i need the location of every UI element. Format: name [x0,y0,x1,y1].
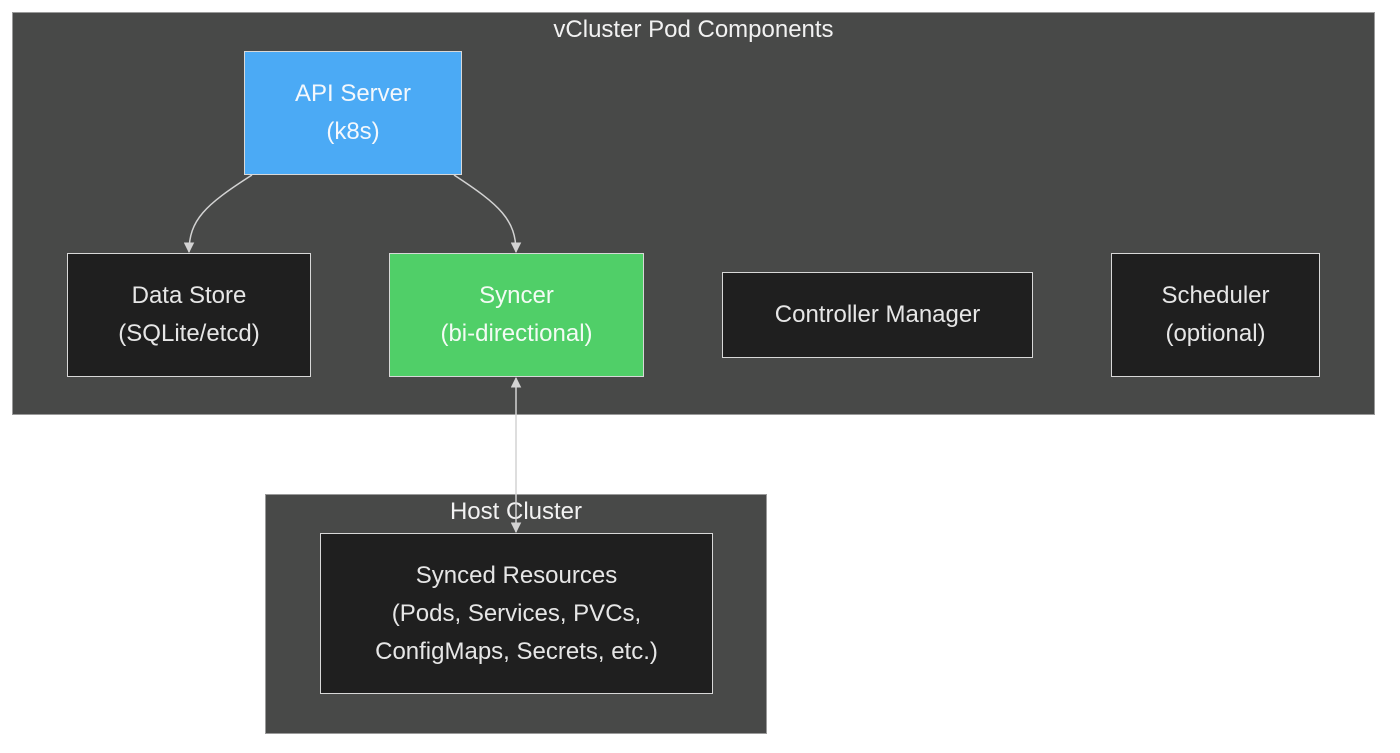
syncer-node: Syncer (bi-directional) [389,253,644,377]
data-store-label: Data Store [131,282,247,309]
controller-manager-label: Controller Manager [774,301,981,328]
synced-resources-label: Synced Resources [415,561,618,589]
syncer-sublabel: (bi-directional) [440,320,593,347]
scheduler-sublabel: (optional) [1165,320,1266,347]
api-server-node: API Server (k8s) [244,51,462,175]
synced-resources-line-2: (Pods, Services, PVCs, [391,599,642,627]
data-store-sublabel: (SQLite/etcd) [118,320,260,347]
controller-manager-node: Controller Manager [722,272,1033,358]
scheduler-label: Scheduler [1161,282,1270,309]
synced-resources-node: Synced Resources (Pods, Services, PVCs, … [320,533,713,694]
synced-resources-line-3: ConfigMaps, Secrets, etc.) [375,637,658,665]
vcluster-group-title: vCluster Pod Components [553,16,834,43]
api-server-label: API Server [294,80,412,107]
api-server-sublabel: (k8s) [326,118,380,145]
host-cluster-title: Host Cluster [449,498,583,525]
scheduler-node: Scheduler (optional) [1111,253,1320,377]
data-store-node: Data Store (SQLite/etcd) [67,253,311,377]
syncer-label: Syncer [479,282,554,309]
